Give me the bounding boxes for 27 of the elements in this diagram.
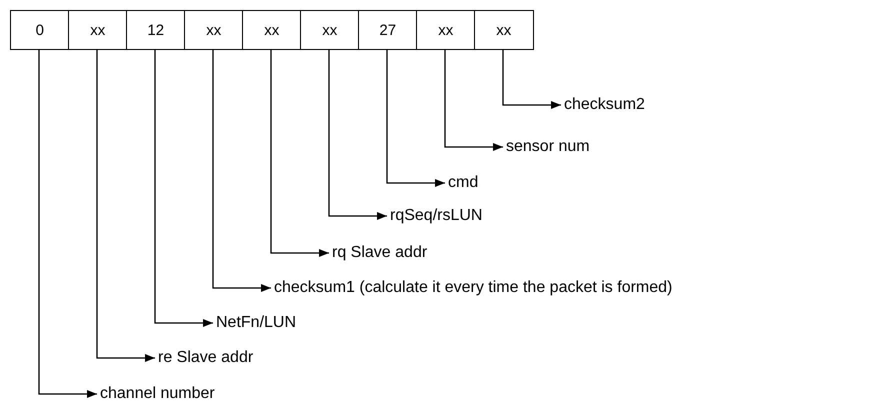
leader-arrow <box>444 50 503 151</box>
field-label: checksum2 <box>564 95 645 115</box>
field-label: re Slave addr <box>158 348 254 368</box>
leader-arrow <box>212 50 271 292</box>
field-label: channel number <box>100 384 215 404</box>
byte-cell: xx <box>300 10 360 50</box>
field-label: sensor num <box>506 137 590 157</box>
leader-arrow <box>328 50 387 220</box>
byte-cell: 12 <box>126 10 186 50</box>
field-label: rq Slave addr <box>332 243 428 263</box>
byte-cell: xx <box>68 10 128 50</box>
field-label: NetFn/LUN <box>216 313 296 333</box>
field-label: checksum1 (calculate it every time the packet is formed) <box>274 278 672 298</box>
field-label: rqSeq/rsLUN <box>390 206 482 226</box>
byte-cell: xx <box>416 10 476 50</box>
leader-arrow <box>96 50 155 362</box>
byte-cell: xx <box>242 10 302 50</box>
leader-arrow <box>386 50 445 187</box>
leader-arrow <box>38 50 97 398</box>
field-label: cmd <box>448 173 478 193</box>
leader-arrow <box>270 50 329 257</box>
byte-cell: 27 <box>358 10 418 50</box>
byte-cell: 0 <box>10 10 70 50</box>
leader-arrow <box>154 50 213 327</box>
leader-arrow <box>502 50 561 109</box>
byte-cell: xx <box>184 10 244 50</box>
byte-cell: xx <box>474 10 534 50</box>
